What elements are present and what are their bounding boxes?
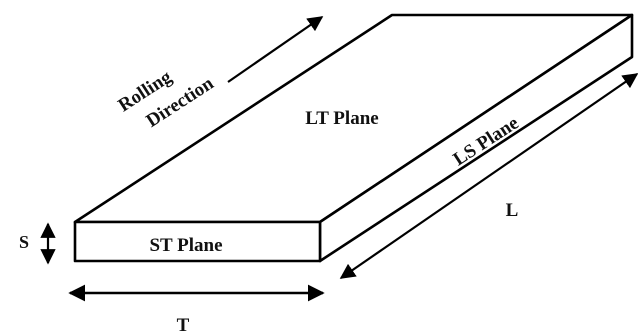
rolling-direction-arrow [227,16,324,83]
st-plane-label: ST Plane [149,235,222,256]
lt-plane-label: LT Plane [305,108,378,129]
t-label: T [177,315,190,335]
s-label: S [19,232,29,252]
l-dimension-arrow [339,73,638,279]
st-plane-face [73,220,322,263]
l-label: L [506,200,519,221]
